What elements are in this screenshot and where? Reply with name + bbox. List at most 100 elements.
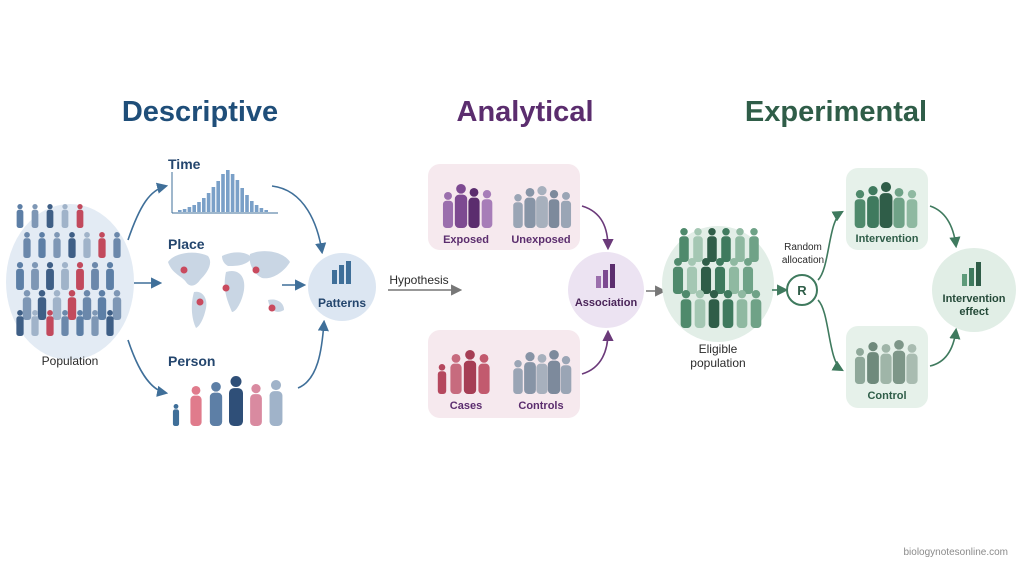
person-head: [114, 232, 120, 238]
label-eligible-line1: Eligible: [698, 342, 738, 356]
person-head: [561, 356, 571, 365]
controls-figures: [513, 350, 572, 394]
intervention-figures: [854, 182, 918, 228]
person-head: [32, 310, 38, 316]
person-figure: [749, 236, 759, 262]
person-head: [744, 258, 752, 266]
person-figure: [721, 236, 731, 262]
person-figure: [722, 299, 734, 328]
person-figure: [693, 236, 703, 262]
label-unexposed: Unexposed: [511, 234, 571, 246]
arrow-random-intervention: [817, 210, 844, 281]
person-figure: [694, 299, 706, 328]
label-effect-line1: Intervention: [942, 293, 1006, 305]
person-head: [855, 190, 865, 199]
histogram-bar: [259, 208, 264, 212]
control-figures: [854, 340, 918, 384]
histogram-bar: [245, 195, 249, 212]
person-head: [444, 192, 452, 200]
person-head: [77, 204, 83, 210]
person-figure: [250, 394, 262, 426]
person-figure: [61, 268, 69, 290]
person-figure: [867, 196, 879, 228]
person-head: [47, 204, 53, 210]
histogram-bar: [250, 201, 254, 212]
histogram-bar: [264, 210, 268, 212]
title-descriptive: Descriptive: [121, 96, 279, 128]
person-figure: [67, 297, 77, 320]
random-circle: [786, 274, 818, 306]
person-figure: [736, 299, 748, 328]
person-head: [880, 182, 892, 193]
effect-bar: [969, 268, 974, 286]
arrow-pop-person: [127, 339, 169, 397]
population-blob: [6, 204, 134, 360]
person-figure: [91, 268, 99, 290]
person-head: [47, 310, 53, 316]
person-head: [32, 204, 38, 210]
person-figure: [468, 197, 480, 228]
person-figure: [68, 238, 76, 258]
person-figure: [98, 238, 106, 258]
histogram-bar: [216, 181, 220, 212]
label-time: Time: [168, 156, 201, 172]
person-head: [562, 192, 570, 200]
label-r: R: [797, 283, 807, 298]
association-bar: [603, 270, 608, 288]
effect-circle: [932, 248, 1016, 332]
person-head: [230, 376, 242, 387]
arrow-cases-association: [581, 329, 614, 375]
person-figure: [854, 356, 866, 384]
arrow-pop-time: [127, 182, 169, 241]
person-figure: [437, 371, 447, 394]
person-head: [514, 194, 522, 202]
person-head: [537, 354, 547, 363]
person-head: [211, 382, 221, 392]
person-figure: [513, 368, 523, 394]
person-head: [881, 344, 891, 353]
person-head: [907, 190, 917, 199]
person-head: [750, 228, 758, 236]
person-head: [99, 232, 105, 238]
person-figure: [76, 209, 84, 228]
person-head: [84, 232, 90, 238]
histogram-bar: [187, 207, 192, 212]
person-head: [191, 386, 201, 395]
person-head: [107, 310, 113, 316]
person-figure: [37, 297, 47, 320]
label-association: Association: [574, 297, 638, 309]
person-figure: [190, 395, 202, 426]
exposure-box: [428, 164, 580, 250]
histogram-bar: [182, 209, 187, 212]
label-patterns: Patterns: [317, 296, 367, 310]
person-figure: [735, 236, 745, 262]
person-head: [68, 290, 76, 297]
credit-text: biologynotesonline.com: [903, 547, 1008, 558]
cases-figures: [437, 350, 490, 394]
histogram-bar: [221, 174, 225, 212]
person-figure: [560, 200, 572, 228]
label-random-line2: allocation: [781, 255, 825, 266]
arrow-time-patterns: [271, 185, 327, 255]
title-analytical: Analytical: [456, 96, 594, 128]
person-figure: [97, 297, 107, 320]
effect-bar: [976, 262, 981, 286]
person-head: [62, 310, 68, 316]
person-figure: [700, 266, 712, 294]
person-head: [91, 262, 99, 269]
person-figure: [906, 353, 918, 384]
person-figure: [16, 268, 24, 290]
person-head: [438, 364, 446, 371]
person-figure: [113, 238, 121, 258]
histogram-bar: [211, 187, 216, 212]
person-figure: [879, 193, 893, 228]
person-figure: [560, 365, 572, 394]
histogram-bar: [206, 193, 211, 212]
person-head: [92, 310, 98, 316]
person-figure: [53, 238, 61, 258]
person-figure: [547, 360, 561, 394]
histogram-bar: [254, 205, 259, 212]
person-head: [894, 188, 904, 197]
person-head: [868, 186, 878, 196]
label-person: Person: [168, 353, 216, 369]
